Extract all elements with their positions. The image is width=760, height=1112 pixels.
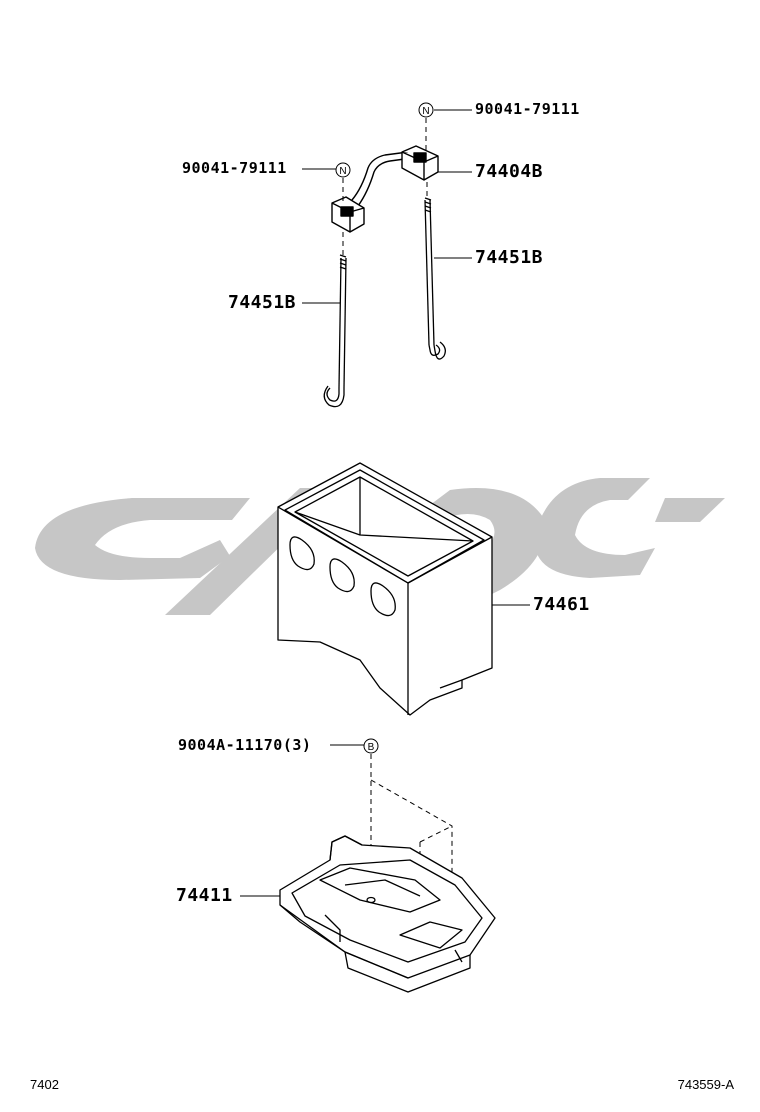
- clamp-right-bracket: [401, 145, 439, 181]
- battery-tray-channel-3: [399, 921, 463, 949]
- battery-tray-inner: [291, 859, 483, 963]
- rod-left-shaft-b: [343, 257, 347, 389]
- assembly-guide-lines-upper: [342, 118, 428, 256]
- battery-box-vent-1: [289, 536, 315, 571]
- callout-rod-right: 74451B: [475, 247, 544, 268]
- guide-bolt-frame: [370, 754, 453, 930]
- battery-box: [277, 462, 493, 716]
- rod-right-thread: [424, 197, 432, 213]
- bolt-symbol-text: B: [368, 742, 375, 753]
- callout-nut-top: 90041-79111: [475, 100, 580, 118]
- nut-symbol-top-text: N: [422, 106, 429, 117]
- footer-page-code: 7402: [30, 1077, 59, 1092]
- leader-lines: [240, 109, 530, 897]
- battery-tray-foot-right: [454, 949, 463, 963]
- battery-tray: [279, 835, 496, 993]
- battery-box-front-edge: [277, 506, 493, 715]
- battery-clamp: [331, 145, 439, 233]
- battery-tray-channel-2: [344, 879, 421, 897]
- clamp-bar: [351, 151, 413, 207]
- callout-battery-box: 74461: [533, 594, 590, 615]
- watermark-stroke-4: [534, 478, 655, 578]
- rod-left-shaft-a: [338, 257, 342, 389]
- rod-left-assembly: [323, 254, 347, 408]
- battery-tray-front-lip: [279, 904, 471, 993]
- callout-bolt: 9004A-11170(3): [178, 736, 312, 754]
- battery-tray-channel-1: [319, 867, 441, 913]
- battery-box-inner-wall: [294, 477, 474, 542]
- rod-left-hook: [323, 385, 345, 408]
- callout-clamp: 74404B: [475, 161, 544, 182]
- watermark-stroke-1: [35, 498, 250, 580]
- clamp-right-nut: [413, 152, 427, 163]
- watermark-stroke-5: [655, 498, 725, 522]
- battery-tray-tab: [329, 835, 363, 861]
- nut-symbol-left: N: [335, 162, 351, 178]
- rod-left-thread: [339, 254, 347, 270]
- rod-right-assembly: [424, 197, 446, 360]
- assembly-guide-lines-lower: [370, 754, 453, 930]
- callout-nut-left: 90041-79111: [182, 159, 287, 177]
- battery-box-notch: [439, 679, 463, 689]
- battery-box-vent-3: [370, 582, 396, 617]
- clamp-left-nut: [340, 206, 354, 217]
- battery-tray-bolt-hole: [366, 896, 376, 904]
- callout-rod-left: 74451B: [228, 292, 297, 313]
- rod-right-shaft-a: [424, 199, 430, 346]
- rod-right-hook: [428, 341, 446, 360]
- nut-symbol-top: N: [418, 102, 434, 118]
- callout-tray: 74411: [176, 885, 233, 906]
- bolt-symbol: B: [363, 738, 379, 754]
- footer-illustration-id: 743559-A: [677, 1077, 734, 1092]
- nut-symbol-left-text: N: [339, 166, 346, 177]
- rod-right-shaft-b: [429, 199, 435, 346]
- battery-box-vent-2: [329, 558, 355, 593]
- battery-tray-foot-left: [324, 914, 341, 942]
